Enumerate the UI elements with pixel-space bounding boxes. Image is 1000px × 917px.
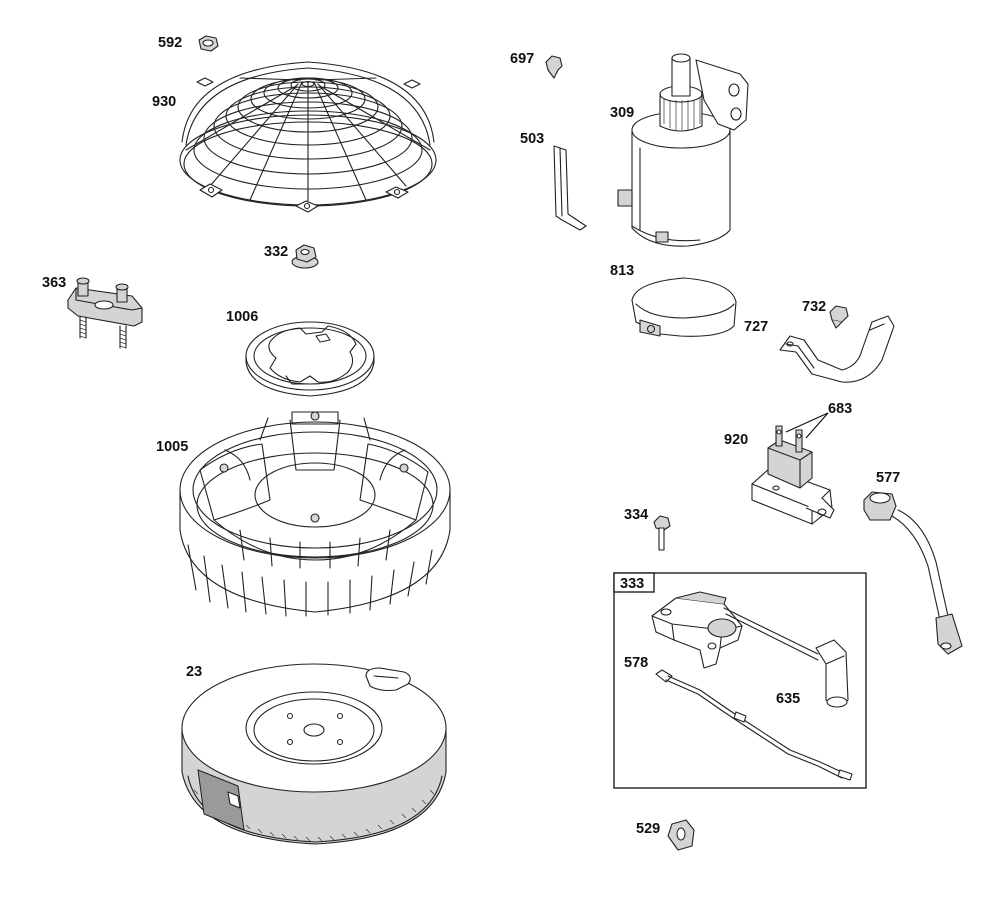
part-1006-fan[interactable] [245, 321, 375, 397]
part-503-bracket[interactable] [553, 145, 587, 231]
label-930[interactable]: 930 [152, 94, 176, 110]
label-529[interactable]: 529 [636, 821, 660, 837]
part-334-screw[interactable] [653, 515, 671, 551]
part-813-clamp[interactable] [631, 277, 737, 337]
part-333-armature[interactable] [651, 591, 743, 669]
label-333[interactable]: 333 [620, 576, 644, 592]
part-920-solenoid[interactable] [751, 439, 835, 525]
part-930-screen[interactable] [179, 61, 437, 213]
label-683[interactable]: 683 [828, 401, 852, 417]
leader-683 [785, 412, 829, 439]
part-577-wire[interactable] [863, 491, 963, 655]
label-363[interactable]: 363 [42, 275, 66, 291]
part-363-terminal[interactable] [67, 277, 143, 349]
label-1005[interactable]: 1005 [156, 439, 188, 455]
label-332[interactable]: 332 [264, 244, 288, 260]
part-529-grommet[interactable] [667, 819, 695, 851]
part-697-nut[interactable] [545, 55, 563, 79]
part-23-flywheel[interactable] [181, 663, 447, 845]
label-23[interactable]: 23 [186, 664, 202, 680]
part-309-starter[interactable] [617, 53, 749, 247]
part-332-nut[interactable] [291, 244, 319, 269]
part-592-nut[interactable] [198, 35, 219, 52]
part-683-terminal[interactable] [775, 425, 803, 453]
label-334[interactable]: 334 [624, 507, 648, 523]
part-727-bracket[interactable] [779, 315, 895, 383]
label-732[interactable]: 732 [802, 299, 826, 315]
label-1006[interactable]: 1006 [226, 309, 258, 325]
label-727[interactable]: 727 [744, 319, 768, 335]
label-577[interactable]: 577 [876, 470, 900, 486]
part-732-nut[interactable] [829, 305, 849, 329]
part-578-wire[interactable] [655, 669, 853, 781]
part-333-armature-box [613, 572, 867, 789]
label-309[interactable]: 309 [610, 105, 634, 121]
part-1005-fan[interactable] [179, 411, 451, 617]
label-592[interactable]: 592 [158, 35, 182, 51]
label-503[interactable]: 503 [520, 131, 544, 147]
part-635-spark-plug-cap[interactable] [723, 607, 849, 708]
label-813[interactable]: 813 [610, 263, 634, 279]
label-697[interactable]: 697 [510, 51, 534, 67]
label-920[interactable]: 920 [724, 432, 748, 448]
label-635[interactable]: 635 [776, 691, 800, 707]
label-578[interactable]: 578 [624, 655, 648, 671]
